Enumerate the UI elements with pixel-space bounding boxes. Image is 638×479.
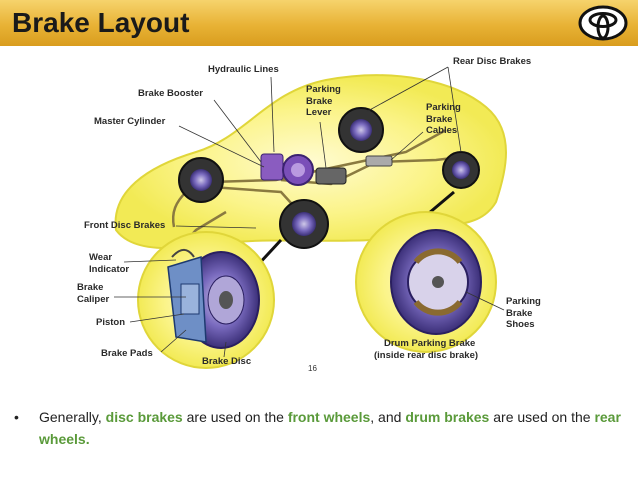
label-drum-parking-brake-sub: (inside rear disc brake)	[374, 350, 479, 361]
label-brake-disc: Brake Disc	[202, 356, 252, 367]
brake-layout-diagram: Hydraulic Lines Rear Disc Brakes Brake B…	[76, 52, 548, 373]
label-parking-brake-lever: Parking Brake Lever	[306, 84, 341, 118]
bullet-text-part: , and	[370, 409, 406, 425]
label-front-disc-brakes: Front Disc Brakes	[84, 220, 166, 231]
label-brake-caliper: Brake Caliper	[77, 282, 110, 305]
bullet-marker: •	[14, 409, 19, 425]
label-wear-indicator: Wear Indicator	[89, 252, 130, 275]
highlight-front-wheels: front wheels	[287, 409, 371, 425]
front-disc-brake-detail	[137, 231, 275, 369]
toyota-logo-icon	[578, 5, 628, 41]
bullet-text: Generally, disc brakes are used on the f…	[39, 406, 624, 450]
bullet-text-part: are used on the	[489, 409, 595, 425]
car-wheels	[178, 107, 480, 249]
label-parking-brake-shoes: Parking Brake Shoes	[506, 296, 541, 330]
label-master-cylinder: Master Cylinder	[94, 116, 166, 127]
label-parking-brake-cables: Parking Brake Cables	[426, 102, 461, 136]
highlight-drum-brakes: drum brakes	[405, 409, 490, 425]
title-bar	[0, 0, 638, 46]
highlight-rear-wheels: rear wheels.	[39, 409, 621, 447]
highlight-disc-brakes: disc brakes	[105, 409, 183, 425]
figure-page-number: 16	[308, 364, 317, 373]
diagram-illustration	[114, 66, 507, 369]
master-cylinder-booster	[260, 153, 314, 186]
label-piston: Piston	[96, 317, 126, 328]
label-hydraulic-lines: Hydraulic Lines	[208, 64, 279, 75]
bullet-text-part: Generally,	[39, 409, 106, 425]
bullet-text-part: are used on the	[182, 409, 288, 425]
label-brake-pads: Brake Pads	[101, 348, 153, 359]
slide-title: Brake Layout	[12, 7, 190, 38]
label-rear-disc-brakes: Rear Disc Brakes	[453, 56, 532, 67]
drum-parking-brake-detail	[355, 211, 497, 353]
label-drum-parking-brake: Drum Parking Brake	[384, 338, 476, 349]
label-brake-booster: Brake Booster	[138, 88, 203, 99]
leader-lines	[114, 66, 505, 358]
parking-lever-shape	[315, 167, 347, 185]
